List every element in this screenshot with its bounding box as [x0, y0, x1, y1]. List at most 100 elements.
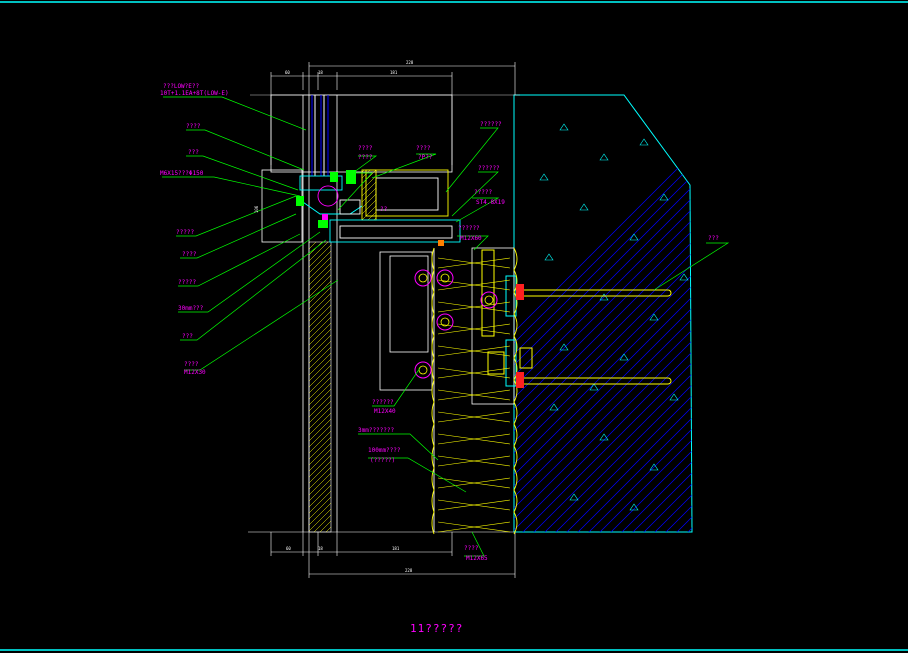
label-l08: ???	[182, 333, 193, 340]
dim-bottom-mid: 18	[318, 546, 323, 551]
insul-stroke	[437, 477, 511, 489]
hatch-line	[533, 95, 692, 532]
spandrel-panel	[308, 241, 332, 533]
hatch-line	[514, 95, 692, 532]
aggregate-mark	[629, 233, 639, 241]
leader-lines	[162, 96, 730, 557]
hatch-line	[897, 92, 908, 532]
bolt-nut	[440, 273, 450, 283]
label-l09b: M12X30	[184, 369, 206, 376]
hatch-line	[514, 95, 692, 532]
hatch-line	[765, 92, 908, 532]
hatch-line	[886, 92, 908, 532]
label-wall: ???	[708, 235, 719, 242]
hatch-line	[621, 95, 692, 532]
hatch-line	[710, 92, 908, 532]
label-l03: M6X15???Φ150	[160, 170, 204, 177]
hatch-line	[787, 92, 908, 532]
hatch-line	[610, 95, 692, 532]
insul-stroke	[437, 367, 511, 379]
aggregate-mark	[619, 353, 629, 361]
hatch-line	[699, 92, 908, 532]
hatch-line	[522, 95, 692, 532]
bolt-nut	[418, 273, 428, 283]
insul-stroke	[437, 389, 511, 401]
hatch-line	[514, 95, 692, 532]
hatch-line	[809, 92, 908, 532]
hatch-line	[577, 95, 692, 532]
label-l09: ????	[184, 361, 199, 368]
hatch-line	[514, 95, 692, 532]
hatch-line	[853, 92, 908, 532]
hatch-line	[831, 92, 908, 532]
label-b03: 100mm????	[368, 447, 401, 454]
aggregate-mark	[639, 138, 649, 146]
aggregate-mark	[599, 293, 609, 301]
hatch-line	[820, 92, 908, 532]
hatch-line	[654, 95, 692, 532]
aggregate-mark	[599, 433, 609, 441]
dim-top-total: 228	[406, 60, 414, 65]
insul-stroke	[437, 433, 511, 445]
dim-top-mid: 18	[318, 70, 323, 75]
bolt-nut	[484, 295, 494, 305]
aggregate-mark	[539, 173, 549, 181]
bolt-head	[414, 361, 432, 379]
label-c05: ?P??	[418, 154, 433, 161]
label-r01: ??????	[480, 121, 502, 128]
dim-top-right: 181	[390, 70, 398, 75]
bolt-head	[436, 269, 454, 287]
label-l01: ????	[186, 123, 201, 130]
bottom-dimensions	[248, 531, 516, 578]
aggregate-mark	[589, 383, 599, 391]
dim-bottom-left: 60	[286, 546, 291, 551]
label-glass-spec: 10T+1.1EA+8T(LOW-E)	[160, 90, 229, 97]
wall-hatch	[514, 92, 908, 532]
hatch-line	[776, 92, 908, 532]
dim-top-left: 60	[285, 70, 290, 75]
hatch-line	[599, 95, 692, 532]
bolt-nut	[418, 365, 428, 375]
insul-stroke	[437, 411, 511, 423]
hatch-line	[514, 95, 692, 532]
bolt-nut	[440, 317, 450, 327]
label-b01b: M12X40	[374, 408, 396, 415]
concrete-wall	[513, 92, 908, 533]
label-b01: ??????	[372, 399, 394, 406]
insul-stroke	[437, 345, 511, 357]
hatch-line	[798, 92, 908, 532]
hatch-line	[676, 95, 692, 532]
hatch-line	[514, 95, 692, 532]
hatch-line	[514, 95, 692, 532]
hatch-line	[514, 95, 692, 532]
label-l07: 30mm???	[178, 305, 204, 312]
aggregate-mark	[579, 203, 589, 211]
gaskets	[296, 170, 444, 246]
label-b02: 3mm???????	[358, 427, 395, 434]
dim-bottom-right: 181	[392, 546, 400, 551]
label-r03b: ST4.8X19	[476, 199, 505, 206]
hatch-line	[743, 92, 908, 532]
insul-stroke	[437, 499, 511, 511]
aggregate-mark	[659, 193, 669, 201]
insul-left-edge	[431, 247, 435, 535]
hatch-line	[514, 95, 692, 532]
aggregate-mark	[559, 343, 569, 351]
bolt-head	[436, 313, 454, 331]
label-r04b: M12X60	[460, 235, 482, 242]
insul-stroke	[437, 323, 511, 335]
label-b04: ????	[464, 545, 479, 552]
insul-right-edge	[513, 247, 518, 535]
aggregate-mark	[649, 313, 659, 321]
wall-aggregate	[539, 123, 689, 511]
hatch-line	[514, 95, 692, 532]
hatch-line	[687, 95, 692, 532]
insul-stroke	[437, 521, 511, 533]
bolts	[414, 269, 498, 379]
insulation-waves	[431, 247, 518, 535]
hatch-line	[754, 92, 908, 532]
insul-stroke	[437, 301, 511, 313]
drawing-caption: 11?????	[410, 622, 463, 635]
label-l02: ???	[188, 149, 199, 156]
